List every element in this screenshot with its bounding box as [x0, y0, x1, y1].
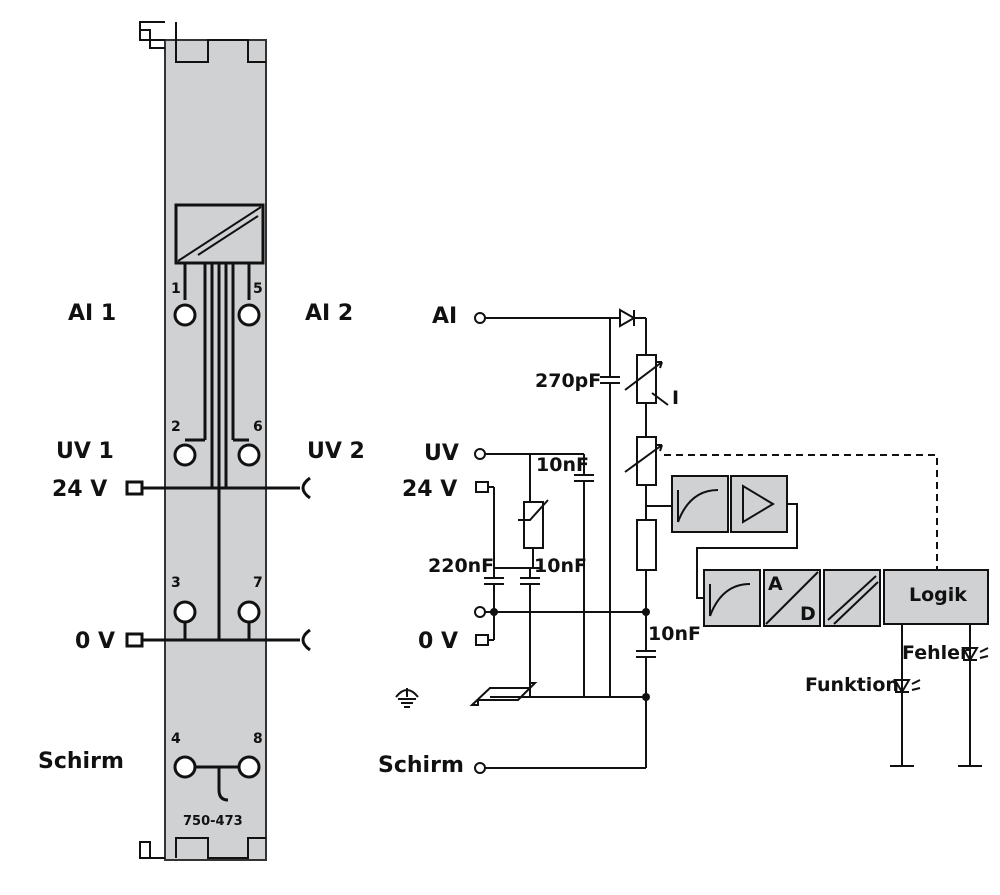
diode: [619, 308, 637, 328]
module-drawing: 1 5 2 6 3 7 4 8 750-473: [125, 21, 311, 861]
label-ai1: AI 1: [68, 301, 116, 326]
node-ground: [642, 693, 650, 701]
amplifier-block: [730, 475, 788, 533]
input-label-ai: AI: [432, 304, 457, 329]
terminal-number-4: 4: [171, 731, 181, 747]
terminal-number-7: 7: [253, 575, 263, 591]
filter-block-2: [703, 569, 761, 627]
label-schirm-left: Schirm: [38, 749, 124, 774]
label-ai2: AI 2: [305, 301, 353, 326]
node-0v: [490, 608, 498, 616]
label-10nf-mid: 10nF: [534, 555, 587, 577]
label-uv2: UV 2: [307, 439, 365, 464]
input-schirm-terminal: [474, 762, 486, 774]
label-10nf-top: 10nF: [536, 454, 589, 476]
label-270pf: 270pF: [535, 370, 601, 392]
terminal-3: [173, 600, 197, 624]
label-24v-left: 24 V: [52, 477, 107, 502]
dashed-feedback: [664, 454, 938, 570]
terminal-number-3: 3: [171, 575, 181, 591]
error-led-icon: [961, 647, 989, 662]
part-number: 750-473: [183, 814, 243, 829]
terminal-7: [237, 600, 261, 624]
input-uv-terminal: [474, 448, 486, 460]
terminal-number-1: 1: [171, 281, 181, 297]
label-logik: Logik: [909, 584, 967, 606]
terminal-number-6: 6: [253, 419, 263, 435]
label-uv1: UV 1: [56, 439, 114, 464]
label-220nf: 220nF: [428, 555, 494, 577]
node-0v-right: [642, 608, 650, 616]
logic-block: [883, 569, 989, 625]
label-0v-left: 0 V: [75, 629, 115, 654]
input-label-24v: 24 V: [402, 477, 457, 502]
terminal-6: [237, 443, 261, 467]
terminal-4: [173, 755, 197, 779]
label-funktion: Funktion: [805, 674, 899, 696]
label-10nf-bottom: 10nF: [648, 623, 701, 645]
terminal-number-5: 5: [253, 281, 263, 297]
input-label-0v: 0 V: [418, 629, 458, 654]
input-24v-terminal: [475, 481, 489, 493]
filter-block-1: [671, 475, 729, 533]
shunt-resistor: [636, 519, 657, 571]
terminal-1: [173, 303, 197, 327]
label-fehler: Fehler: [902, 642, 970, 664]
terminal-number-8: 8: [253, 731, 263, 747]
terminal-8: [237, 755, 261, 779]
input-ai-terminal: [474, 312, 486, 324]
input-0v-terminal-a: [474, 606, 486, 618]
terminal-number-2: 2: [171, 419, 181, 435]
terminal-5: [237, 303, 261, 327]
input-label-schirm: Schirm: [378, 753, 464, 778]
function-led-icon: [893, 679, 921, 694]
schematic-drawing: [395, 308, 989, 774]
input-label-uv: UV: [424, 441, 459, 466]
input-0v-terminal-b: [475, 634, 489, 646]
din-rail-icon: [469, 682, 538, 706]
label-adc-a: A: [768, 573, 783, 595]
terminal-2: [173, 443, 197, 467]
isolation-block: [823, 569, 881, 627]
label-current-i: I: [672, 387, 679, 409]
earth-icon: [395, 688, 419, 708]
label-adc-d: D: [800, 603, 816, 625]
module-bottom-profile: [139, 837, 266, 859]
